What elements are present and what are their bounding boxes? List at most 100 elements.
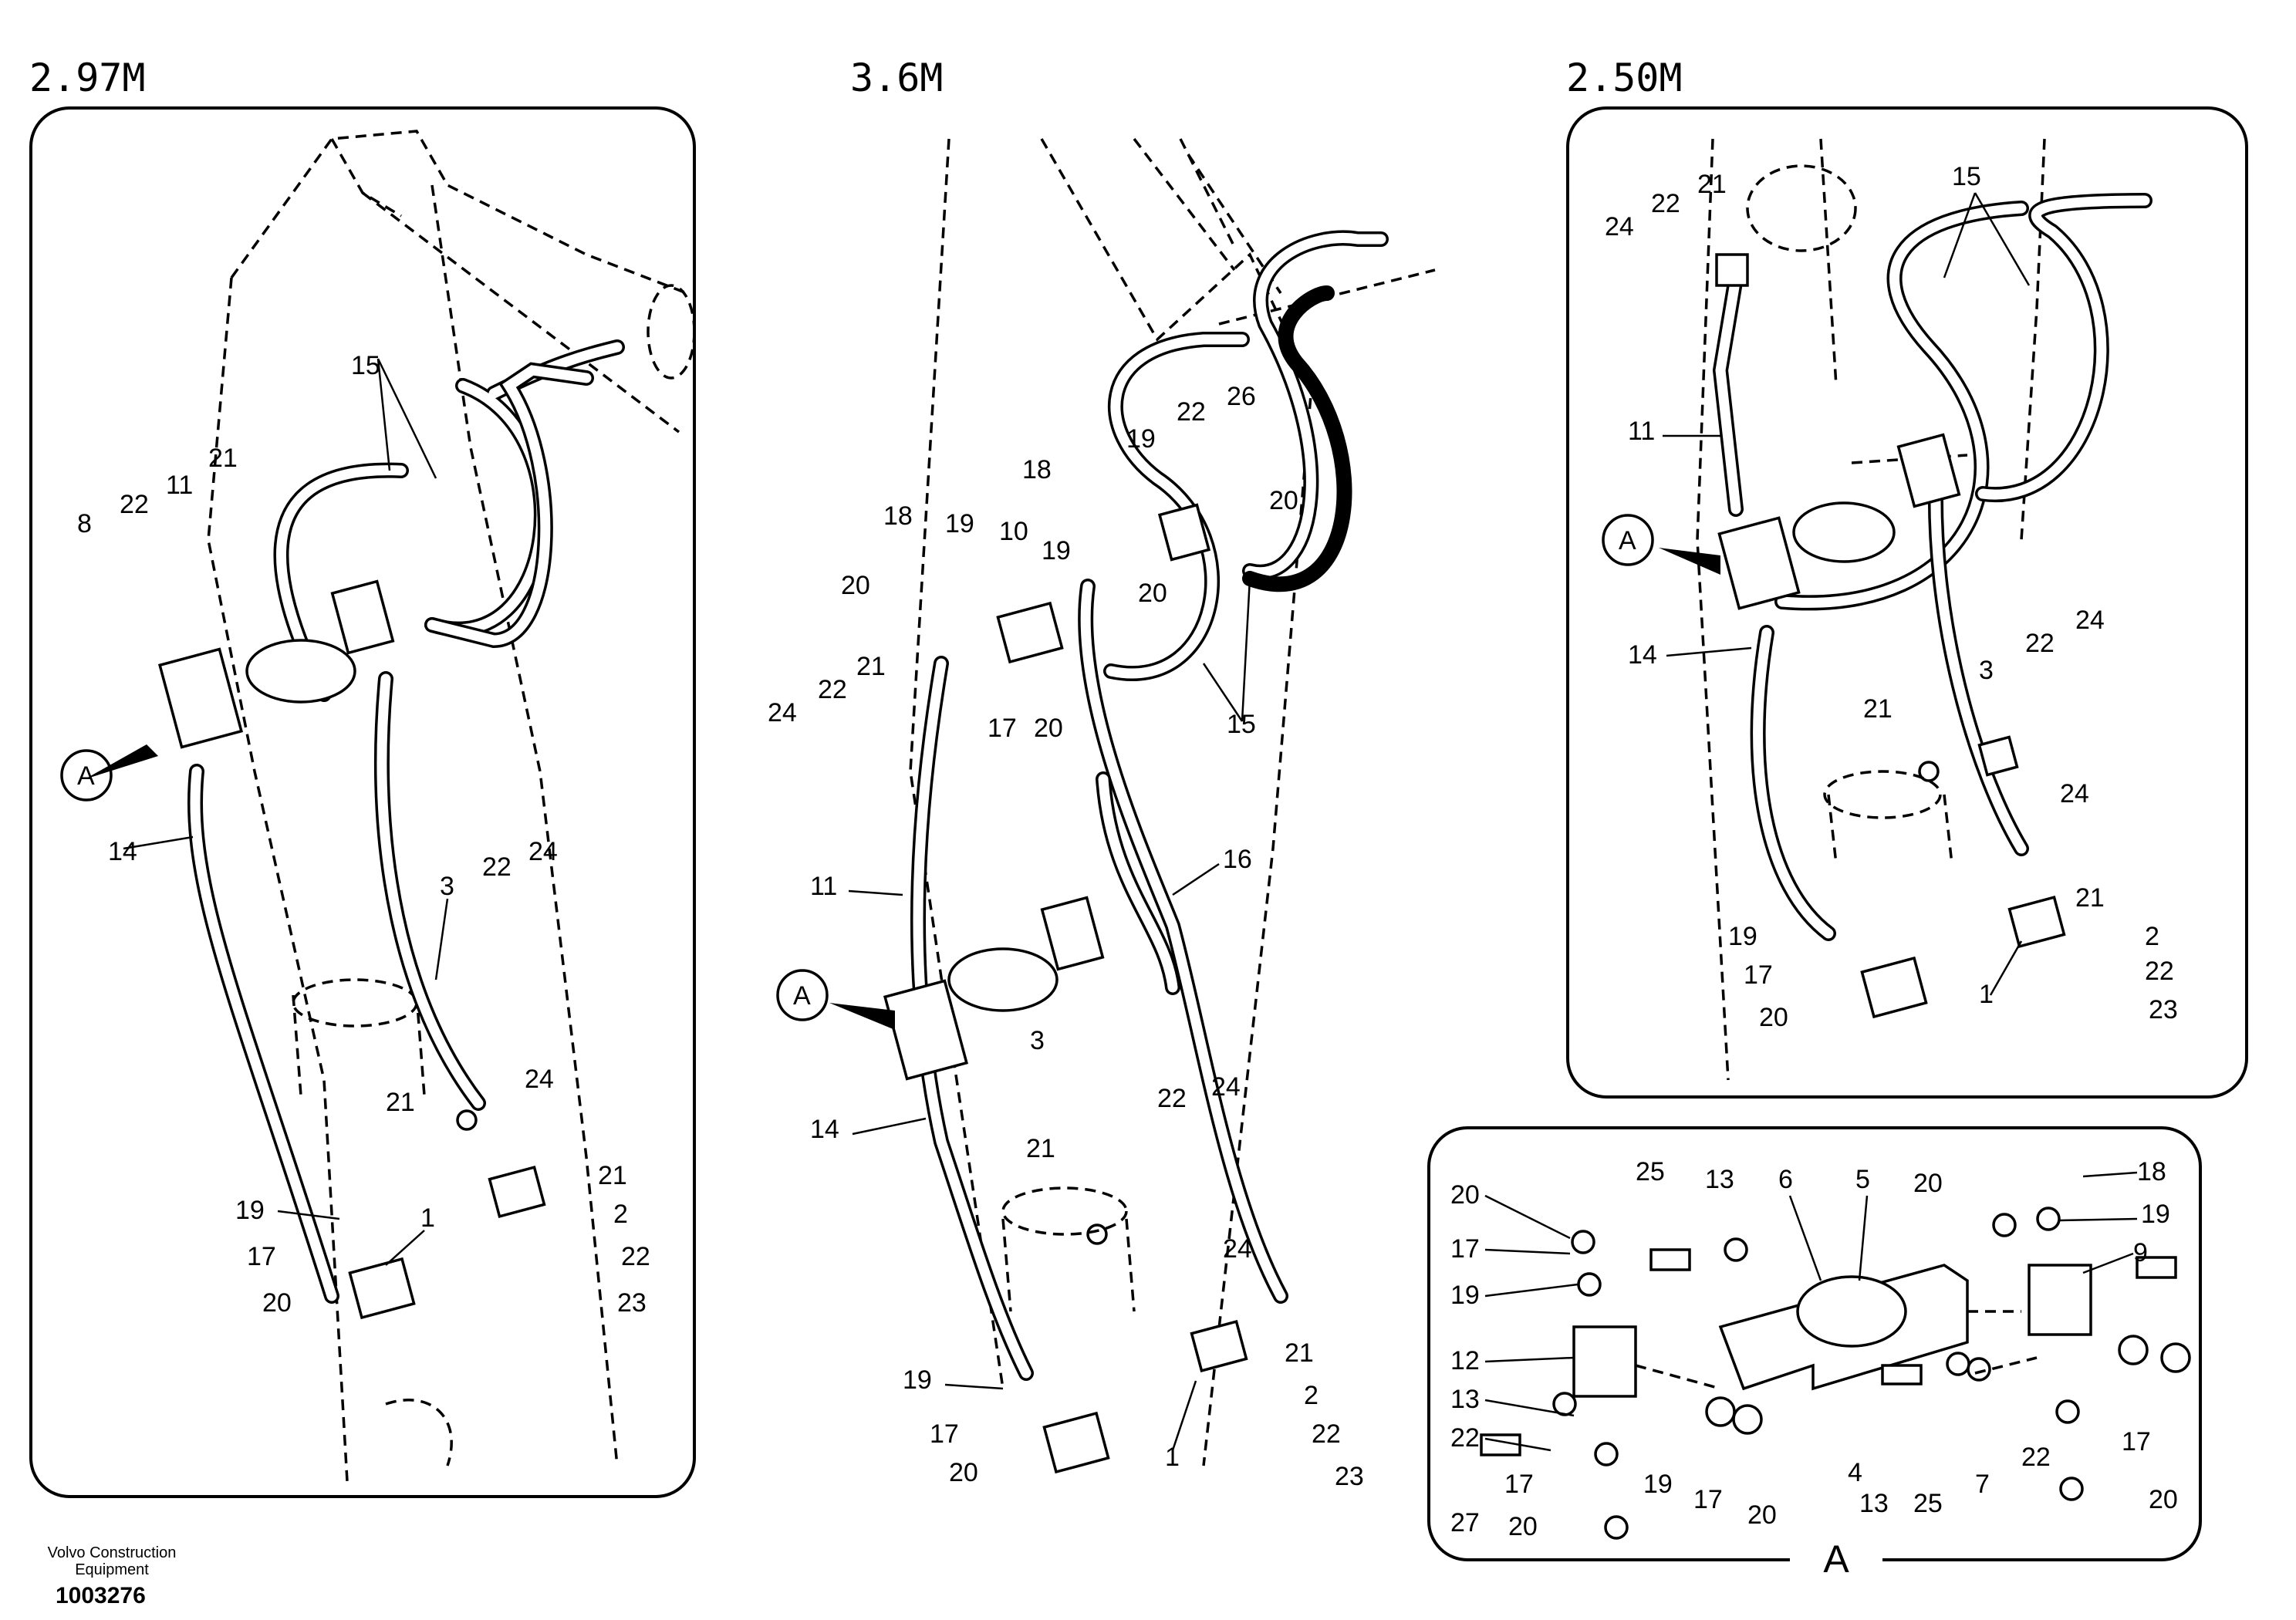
detail-callout-19b: 19 <box>2141 1200 2170 1229</box>
detail-callout-17d: 17 <box>1504 1470 1534 1499</box>
left-callout-15: 15 <box>351 351 380 380</box>
right-callouts: A 15 22 21 24 11 14 22 24 3 21 24 19 21 … <box>1605 162 2178 1032</box>
middle-callout-18b: 18 <box>883 501 913 531</box>
middle-callout-19b: 19 <box>945 509 974 538</box>
detail-callout-20b: 20 <box>1913 1169 1943 1198</box>
detail-callout-17c: 17 <box>1693 1485 1723 1514</box>
detail-a-callouts: 20 25 13 6 5 20 18 17 19 19 9 12 13 22 4… <box>1450 1157 2178 1541</box>
detail-callout-13c: 13 <box>1859 1489 1889 1518</box>
detail-callout-12: 12 <box>1450 1346 1480 1375</box>
middle-callout-19: 19 <box>1126 424 1156 454</box>
middle-callout-20: 20 <box>1269 486 1298 515</box>
left-callout-22c: 22 <box>621 1242 650 1271</box>
detail-callout-25: 25 <box>1636 1157 1665 1186</box>
detail-callout-4: 4 <box>1848 1458 1862 1487</box>
right-a-arrow <box>1659 548 1720 575</box>
right-callout-20: 20 <box>1759 1003 1788 1032</box>
right-callout-14: 14 <box>1628 640 1657 670</box>
middle-callout-26: 26 <box>1227 382 1256 411</box>
middle-callout-20d: 20 <box>1034 714 1063 743</box>
middle-callout-22b: 22 <box>818 675 847 704</box>
left-callout-24b: 24 <box>525 1065 554 1094</box>
right-callout-24: 24 <box>1605 212 1634 241</box>
detail-callout-22: 22 <box>1450 1423 1480 1453</box>
left-callout-23: 23 <box>617 1288 647 1318</box>
detail-a-label: A <box>1823 1537 1849 1581</box>
middle-callout-1: 1 <box>1165 1443 1180 1472</box>
right-a-circle <box>1602 514 1654 566</box>
footer-doc-number: 1003276 <box>56 1583 146 1608</box>
middle-callout-11: 11 <box>810 872 837 901</box>
middle-callout-22d: 22 <box>1312 1419 1341 1449</box>
right-callout-a: A <box>1619 526 1636 555</box>
middle-valve-block <box>883 503 1248 1474</box>
right-callout-22: 22 <box>1651 189 1680 218</box>
detail-callout-5: 5 <box>1855 1165 1870 1194</box>
left-callouts: A 15 21 22 11 8 14 3 22 24 21 24 19 1 17… <box>77 351 650 1318</box>
middle-callout-2: 2 <box>1304 1381 1319 1410</box>
detail-callout-13b: 13 <box>1450 1385 1480 1414</box>
middle-callout-21c: 21 <box>1285 1338 1314 1368</box>
left-hoses <box>187 339 625 1304</box>
middle-a-arrow <box>829 1003 895 1030</box>
right-callout-22b: 22 <box>2025 629 2055 658</box>
right-callout-19: 19 <box>1728 922 1757 951</box>
detail-callout-22b: 22 <box>2021 1443 2051 1472</box>
right-boom-outline <box>1696 138 2046 1081</box>
middle-leaders <box>848 578 1251 1451</box>
right-leaders <box>1663 192 2031 996</box>
middle-callout-24b: 24 <box>1211 1072 1241 1102</box>
middle-callout-19d: 19 <box>903 1365 932 1395</box>
middle-callout-20c: 20 <box>1138 579 1167 608</box>
detail-callout-17: 17 <box>1450 1234 1480 1264</box>
footer-company-line1: Volvo Construction <box>47 1544 177 1561</box>
title-2-50m: 2.50M <box>1566 56 1683 100</box>
footer-company: Volvo Construction Equipment <box>31 1544 193 1578</box>
left-callout-3: 3 <box>440 872 454 901</box>
left-leaders <box>123 358 449 1266</box>
right-callout-23: 23 <box>2149 995 2178 1024</box>
panel-2-97m-frame <box>29 106 696 1498</box>
middle-callout-17: 17 <box>988 714 1017 743</box>
detail-callout-19: 19 <box>1450 1281 1480 1310</box>
middle-callout-22c: 22 <box>1157 1084 1187 1113</box>
right-callout-21: 21 <box>1697 170 1727 199</box>
middle-callout-18: 18 <box>1022 455 1052 484</box>
left-valve-block <box>157 579 546 1320</box>
right-callout-15: 15 <box>1952 162 1981 191</box>
left-callout-20: 20 <box>262 1288 292 1318</box>
middle-callout-17b: 17 <box>930 1419 959 1449</box>
left-callout-21c: 21 <box>598 1161 627 1190</box>
detail-callout-9: 9 <box>2133 1238 2148 1267</box>
left-callout-11: 11 <box>166 471 193 500</box>
detail-a-parts <box>1480 1207 2191 1540</box>
middle-callout-20e: 20 <box>949 1458 978 1487</box>
middle-callout-15: 15 <box>1227 710 1256 739</box>
left-callout-22: 22 <box>120 490 149 519</box>
middle-callout-22: 22 <box>1177 397 1206 427</box>
detail-callout-19c: 19 <box>1643 1470 1673 1499</box>
right-callout-22c: 22 <box>2145 957 2174 986</box>
left-callout-2: 2 <box>613 1200 628 1229</box>
detail-callout-20d: 20 <box>1508 1512 1538 1541</box>
right-callout-24c: 24 <box>2060 779 2089 808</box>
middle-callouts: A 18 19 22 26 20 18 19 10 19 20 20 21 22… <box>768 382 1364 1491</box>
middle-callout-19c: 19 <box>1042 536 1071 565</box>
left-callout-17: 17 <box>247 1242 276 1271</box>
left-callout-22b: 22 <box>482 852 512 882</box>
right-callout-3: 3 <box>1979 656 1994 685</box>
title-3-6m: 3.6M <box>850 56 943 100</box>
middle-callout-21b: 21 <box>1026 1134 1055 1163</box>
left-callout-1: 1 <box>420 1203 435 1233</box>
detail-callout-6: 6 <box>1778 1165 1793 1194</box>
middle-callout-24c: 24 <box>1223 1234 1252 1264</box>
right-callout-17: 17 <box>1744 960 1773 990</box>
detail-a-leaders <box>1484 1171 2138 1452</box>
middle-hoses <box>910 230 1389 1381</box>
middle-callout-21: 21 <box>856 652 886 681</box>
detail-callout-20: 20 <box>1450 1180 1480 1210</box>
detail-callout-17b: 17 <box>2122 1427 2151 1456</box>
middle-callout-a: A <box>793 981 811 1011</box>
footer-company-line2: Equipment <box>75 1561 149 1578</box>
